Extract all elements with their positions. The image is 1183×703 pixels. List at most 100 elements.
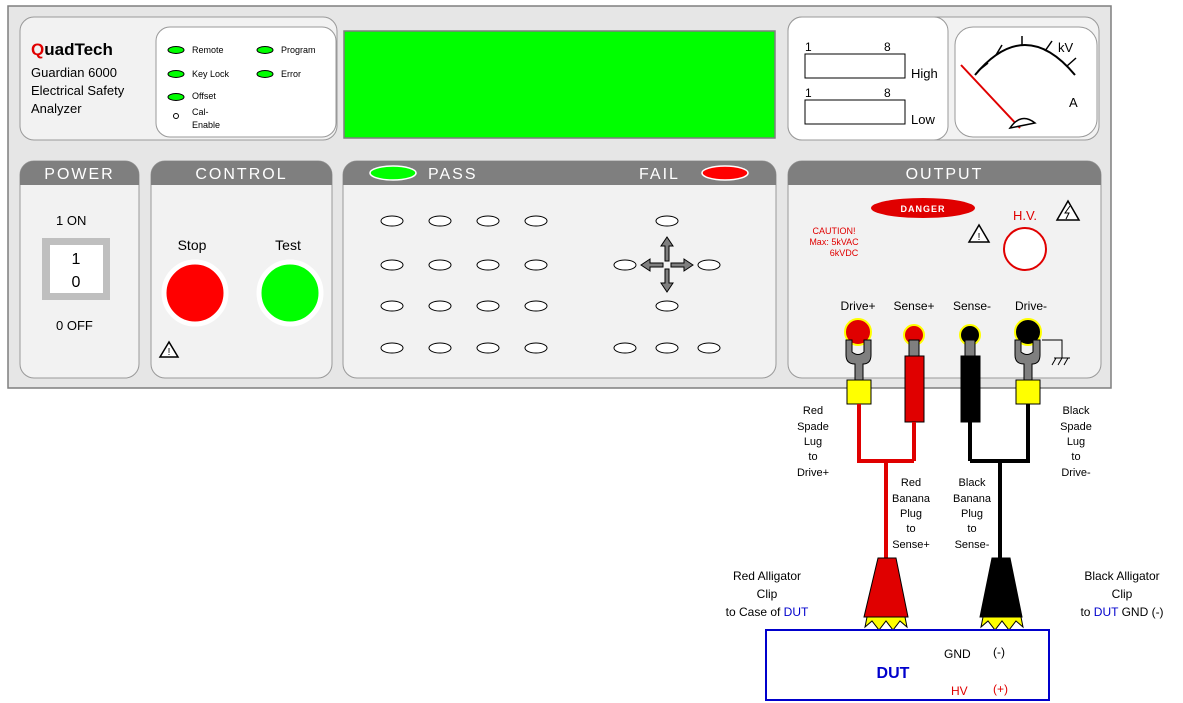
caution-line2: Max: 5kVAC xyxy=(809,237,859,247)
keypad-key[interactable] xyxy=(476,259,500,271)
keypad-key[interactable] xyxy=(524,259,548,271)
svg-text:!: ! xyxy=(168,347,171,358)
keypad-key[interactable] xyxy=(476,215,500,227)
fail-led xyxy=(701,165,749,181)
stop-label: Stop xyxy=(178,237,207,253)
brand-logo-q: Q xyxy=(31,40,44,59)
black-banana-label: Black Banana Plug to Sense- xyxy=(953,477,992,551)
keypad-key[interactable] xyxy=(524,342,548,354)
red-spade-label: Red Spade Lug to Drive+ xyxy=(797,405,829,479)
offset-led xyxy=(167,93,185,101)
high-start-label: 1 xyxy=(805,40,812,54)
svg-text:Lug: Lug xyxy=(1067,436,1085,448)
pass-fail-section: PASS FAIL xyxy=(342,160,777,379)
keypad-key[interactable] xyxy=(380,342,404,354)
dut-hv-polarity: (+) xyxy=(993,682,1008,696)
red-spade-lug xyxy=(845,339,872,405)
keypad-key[interactable] xyxy=(476,300,500,312)
dut-gnd-label: GND xyxy=(944,647,971,661)
switch-off-glyph: 0 xyxy=(72,274,81,291)
keypad-key[interactable] xyxy=(524,300,548,312)
keypad-key[interactable] xyxy=(380,259,404,271)
red-cable xyxy=(857,404,916,560)
warning-icon: ! xyxy=(158,340,180,358)
power-off-label: 0 OFF xyxy=(56,318,93,333)
function-key[interactable] xyxy=(697,342,721,354)
function-key[interactable] xyxy=(655,342,679,354)
warning-icon: ! xyxy=(967,223,991,243)
sense-plus-label: Sense+ xyxy=(893,299,934,313)
key-lock-led xyxy=(167,70,185,78)
keypad-key[interactable] xyxy=(380,215,404,227)
nav-left-key[interactable] xyxy=(613,259,637,271)
output-section: OUTPUT DANGER CAUTION! Max: 5kVAC 6kVDC … xyxy=(787,160,1102,379)
meter-needle xyxy=(960,64,1021,129)
drive-plus-terminal[interactable] xyxy=(844,318,872,346)
program-led xyxy=(256,46,274,54)
high-limit-display xyxy=(804,53,906,79)
svg-text:Red: Red xyxy=(803,405,823,417)
nav-arrows-icon xyxy=(640,236,694,293)
cal-label-line2: Enable xyxy=(192,120,220,130)
lcd-display xyxy=(343,30,776,139)
control-section: CONTROL Stop Test ! xyxy=(150,160,333,379)
black-cable xyxy=(968,404,1030,560)
model-desc-line1: Electrical Safety xyxy=(31,83,125,98)
keypad-key[interactable] xyxy=(428,342,452,354)
low-limit-display xyxy=(804,99,906,125)
svg-text:to: to xyxy=(808,451,817,463)
keypad-grid xyxy=(380,215,721,354)
keypad-key[interactable] xyxy=(380,300,404,312)
key-lock-label: Key Lock xyxy=(192,69,230,79)
fail-label: FAIL xyxy=(639,166,680,183)
nav-right-key[interactable] xyxy=(697,259,721,271)
test-button[interactable] xyxy=(256,259,324,327)
pass-led xyxy=(369,165,417,181)
meter-scale xyxy=(974,44,1076,76)
keypad-key[interactable] xyxy=(428,215,452,227)
svg-text:Red Alligator: Red Alligator xyxy=(733,569,801,583)
sense-minus-label: Sense- xyxy=(953,299,991,313)
function-key[interactable] xyxy=(613,342,637,354)
caution-line1: CAUTION! xyxy=(812,226,855,236)
hv-label: H.V. xyxy=(1013,208,1037,223)
svg-text:Banana: Banana xyxy=(892,493,931,505)
nav-down-key[interactable] xyxy=(655,300,679,312)
stop-button[interactable] xyxy=(161,259,229,327)
offset-label: Offset xyxy=(192,91,216,101)
black-spade-lug xyxy=(1014,339,1041,405)
svg-text:Plug: Plug xyxy=(900,508,922,520)
svg-text:to DUT GND (-): to DUT GND (-) xyxy=(1080,605,1163,619)
cal-label-line1: Cal- xyxy=(192,107,209,117)
svg-text:Red: Red xyxy=(901,477,921,489)
drive-minus-terminal[interactable] xyxy=(1014,318,1042,346)
cal-enable-hole[interactable] xyxy=(173,113,179,119)
svg-text:Sense-: Sense- xyxy=(955,539,990,551)
low-label: Low xyxy=(911,112,935,127)
analog-meter: kV A xyxy=(954,26,1098,138)
low-end-label: 8 xyxy=(884,86,891,100)
black-alligator-clip xyxy=(979,557,1024,631)
control-title: CONTROL xyxy=(195,166,287,183)
svg-text:!: ! xyxy=(978,232,981,243)
high-voltage-icon xyxy=(1055,199,1081,221)
keypad-key[interactable] xyxy=(524,215,548,227)
ground-icon xyxy=(1042,339,1070,366)
keypad-key[interactable] xyxy=(476,342,500,354)
svg-text:to: to xyxy=(967,523,976,535)
keypad-key[interactable] xyxy=(428,259,452,271)
error-label: Error xyxy=(281,69,301,79)
danger-label: DANGER xyxy=(900,204,945,214)
power-section: POWER 1 ON 1 0 0 OFF xyxy=(19,160,140,379)
indicator-panel: Remote Key Lock Offset Cal- Enable Progr… xyxy=(155,26,337,138)
power-switch[interactable]: 1 0 xyxy=(42,238,110,300)
black-spade-label: Black Spade Lug to Drive- xyxy=(1060,405,1092,479)
drive-minus-label: Drive- xyxy=(1015,299,1047,313)
meter-unit-a: A xyxy=(1069,95,1078,110)
svg-text:Black: Black xyxy=(959,477,986,489)
nav-up-key[interactable] xyxy=(655,215,679,227)
remote-label: Remote xyxy=(192,45,224,55)
error-led xyxy=(256,70,274,78)
keypad-key[interactable] xyxy=(428,300,452,312)
